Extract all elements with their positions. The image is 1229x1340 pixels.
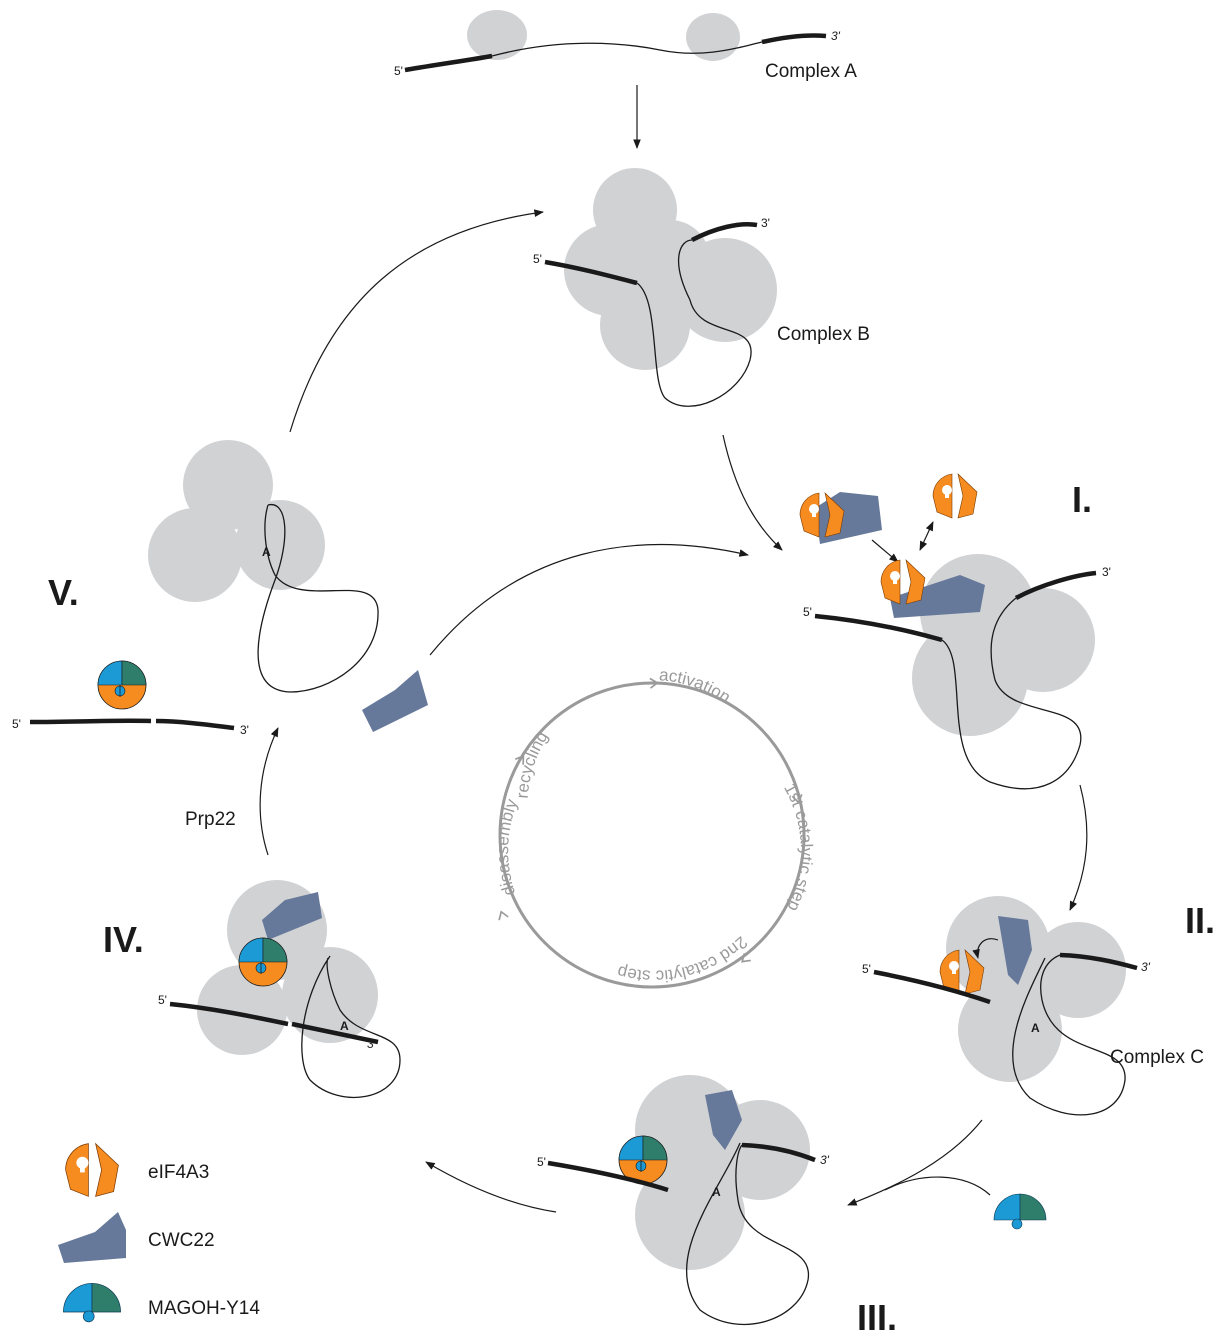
svg-text:2nd catalytic step: 2nd catalytic step xyxy=(615,933,751,986)
cwc22-shape xyxy=(705,1090,742,1150)
complex-b-label: Complex B xyxy=(777,324,870,345)
five-prime-label: 5' xyxy=(533,252,542,266)
three-prime-label: 3' xyxy=(761,216,770,230)
five-prime-label: 5' xyxy=(12,717,21,731)
branch-point-label: A xyxy=(1031,1021,1040,1035)
legend-magoh-label: MAGOH-Y14 xyxy=(148,1298,260,1319)
magoh-y14-legend-icon xyxy=(63,1283,121,1323)
eif4a3-free-icon xyxy=(932,473,978,519)
legend-cwc22-label: CWC22 xyxy=(148,1230,215,1251)
five-prime-label: 5' xyxy=(803,605,812,619)
five-prime-label: 5' xyxy=(394,64,403,78)
three-prime-label: 3' xyxy=(1102,565,1111,579)
branch-point-label: A xyxy=(262,545,271,559)
three-prime-label: 3' xyxy=(820,1153,830,1167)
svg-text:activation: activation xyxy=(658,665,734,707)
branch-point-label: A xyxy=(712,1185,721,1199)
five-prime-label: 5' xyxy=(537,1155,546,1169)
stage-iv-label: IV. xyxy=(103,919,144,960)
arrow-i-to-ii xyxy=(1069,784,1088,911)
cwc22-free-shape xyxy=(362,670,428,732)
arrow-eif4a3-bind xyxy=(871,539,899,563)
stage-i: I. 5' 3' xyxy=(799,473,1111,790)
stage-v-label: V. xyxy=(48,572,79,613)
stage-i-label: I. xyxy=(1072,479,1092,520)
central-cycle: recycling activation 1st catalytic step … xyxy=(493,665,816,989)
legend-eif4a3-label: eIF4A3 xyxy=(148,1162,209,1183)
five-prime-label: 5' xyxy=(862,962,871,976)
svg-text:1st catalytic step: 1st catalytic step xyxy=(780,780,816,914)
eif4a3-legend-icon xyxy=(64,1142,120,1198)
arrow-iv-to-v xyxy=(259,727,279,856)
branch-point-label: A xyxy=(340,1019,349,1033)
three-prime-label: 3' xyxy=(367,1037,377,1051)
cycle-disassembly-label: disassembly xyxy=(493,796,521,898)
complex-a: 5' 3' Complex A xyxy=(394,10,857,82)
ejc-complex-icon xyxy=(238,937,288,987)
stage-v: V. A 5' 3' xyxy=(12,440,428,737)
prp22-label: Prp22 xyxy=(185,809,236,830)
arrow-cwc22-recycle xyxy=(429,544,749,656)
arrow-v-to-b xyxy=(289,209,544,433)
three-prime-label: 3' xyxy=(1141,960,1151,974)
cycle-first-step-label: 1st catalytic step xyxy=(780,780,816,914)
cwc22-shape xyxy=(890,575,985,618)
cwc22-shape xyxy=(262,892,322,940)
complex-c-label: Complex C xyxy=(1110,1047,1204,1068)
stage-iv: IV. 5' 3' A xyxy=(103,880,401,1099)
cycle-second-step-label: 2nd catalytic step xyxy=(615,933,751,986)
arrow-ii-to-iii xyxy=(847,1119,983,1206)
cwc22-legend-icon xyxy=(58,1212,126,1263)
three-prime-label: 3' xyxy=(240,723,249,737)
stage-ii-label: II. xyxy=(1185,900,1215,941)
svg-text:disassembly: disassembly xyxy=(493,796,521,898)
legend: eIF4A3 CWC22 MAGOH-Y14 xyxy=(58,1142,260,1323)
arrow-eif4a3-exchange xyxy=(919,521,934,551)
stage-iii-label: III. xyxy=(857,1297,897,1338)
arrow-magoh-join xyxy=(884,1176,991,1196)
arrow-cwc22-release xyxy=(972,938,999,959)
stage-ii: II. 5' 3' A Complex C xyxy=(862,896,1215,1116)
five-prime-label: 5' xyxy=(158,993,167,1007)
arrow-b-to-i xyxy=(722,434,783,551)
stage-iii: III. 5' 3' A xyxy=(537,1075,897,1338)
three-prime-label: 3' xyxy=(831,29,841,43)
magoh-y14-free-icon xyxy=(993,1193,1047,1230)
arrow-iii-to-iv xyxy=(425,1161,557,1213)
ejc-complex-icon xyxy=(97,660,147,710)
cycle-activation-label: activation xyxy=(658,665,734,707)
complex-b: 5' 3' Complex B xyxy=(533,168,870,407)
complex-a-label: Complex A xyxy=(765,61,857,82)
cwc22-shape xyxy=(998,916,1032,985)
